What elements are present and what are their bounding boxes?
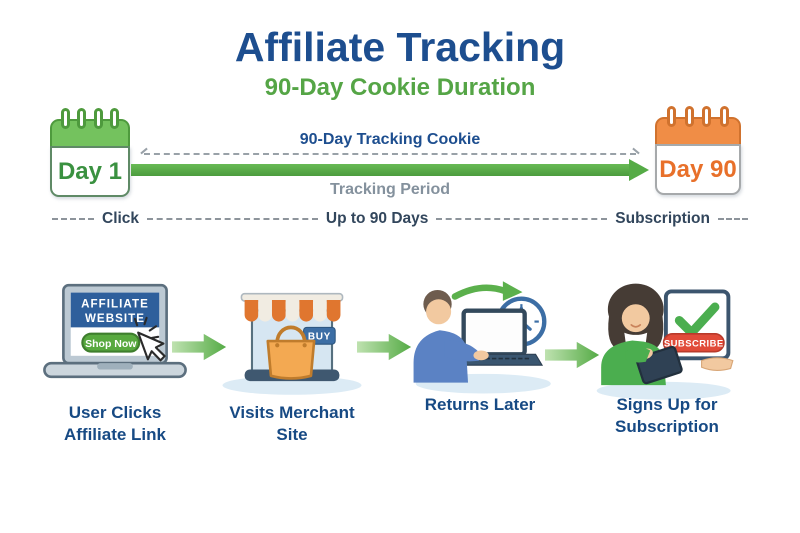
page-subtitle: 90-Day Cookie Duration bbox=[264, 74, 536, 101]
shop-now-label: Shop Now bbox=[85, 338, 137, 350]
store-awning bbox=[244, 299, 341, 322]
page-title: Affiliate Tracking bbox=[234, 24, 566, 70]
day1-label: Day 1 bbox=[50, 146, 130, 197]
calendar-rings bbox=[659, 106, 737, 127]
return-arrow-icon bbox=[451, 281, 523, 301]
subscribe-label: SUBSCRIBE bbox=[664, 339, 724, 350]
milestone-subscription: Subscription bbox=[615, 210, 710, 227]
buy-label: BUY bbox=[308, 331, 331, 342]
tracking-period-arrow bbox=[131, 159, 649, 181]
laptop-affiliate-website-icon: AFFILIATE WEBSITE Shop Now bbox=[43, 283, 187, 379]
merchant-storefront-icon: BUY bbox=[222, 292, 362, 395]
tracking-period-label: Tracking Period bbox=[329, 181, 451, 198]
subscribe-panel: SUBSCRIBE bbox=[662, 289, 734, 371]
step-returns-later: Returns Later bbox=[398, 278, 562, 416]
click-burst-icon bbox=[133, 316, 160, 339]
hand bbox=[701, 357, 734, 371]
checkmark-icon bbox=[674, 302, 720, 338]
milestone-click: Click bbox=[102, 210, 140, 227]
day1-calendar-icon: Day 1 bbox=[50, 108, 130, 197]
shopping-bag-icon bbox=[266, 325, 316, 380]
step-label: Signs Up for Subscription bbox=[615, 395, 719, 437]
step-arrow-3-icon bbox=[545, 338, 601, 377]
person-icon bbox=[413, 289, 489, 383]
day90-calendar-icon: Day 90 bbox=[655, 106, 741, 195]
subscription-signup-icon: SUBSCRIBE bbox=[596, 283, 734, 400]
milestone-up-to-90-days: Up to 90 Days bbox=[325, 210, 429, 227]
step-label: Returns Later bbox=[424, 395, 536, 414]
arrowhead-icon bbox=[629, 159, 649, 181]
affiliate-banner-text-line1: AFFILIATE bbox=[81, 298, 149, 310]
subscribe-button bbox=[662, 332, 725, 353]
tracking-cookie-label: 90-Day Tracking Cookie bbox=[299, 131, 481, 148]
step-user-clicks: AFFILIATE WEBSITE Shop Now User Clicks A… bbox=[36, 281, 194, 446]
milestone-row: Click Up to 90 Days Subscription bbox=[52, 210, 748, 228]
day90-label: Day 90 bbox=[655, 144, 741, 195]
affiliate-banner-text-line2: WEBSITE bbox=[85, 313, 145, 325]
step-visits-merchant: BUY Visits Merchant Site bbox=[213, 281, 371, 446]
step-signs-up: SUBSCRIBE Signs Up for Subscription bbox=[583, 278, 751, 438]
step-arrow-1-icon bbox=[172, 330, 228, 369]
woman-icon bbox=[601, 283, 683, 386]
step-label: User Clicks Affiliate Link bbox=[63, 403, 166, 445]
step-label: Visits Merchant Site bbox=[229, 403, 355, 445]
returning-user-clock-icon bbox=[413, 281, 551, 394]
cookie-duration-dashed-line bbox=[140, 147, 640, 155]
step-arrow-2-icon bbox=[357, 330, 413, 369]
shop-now-button bbox=[81, 332, 141, 353]
cursor-icon bbox=[137, 331, 166, 362]
calendar-rings bbox=[54, 108, 126, 129]
